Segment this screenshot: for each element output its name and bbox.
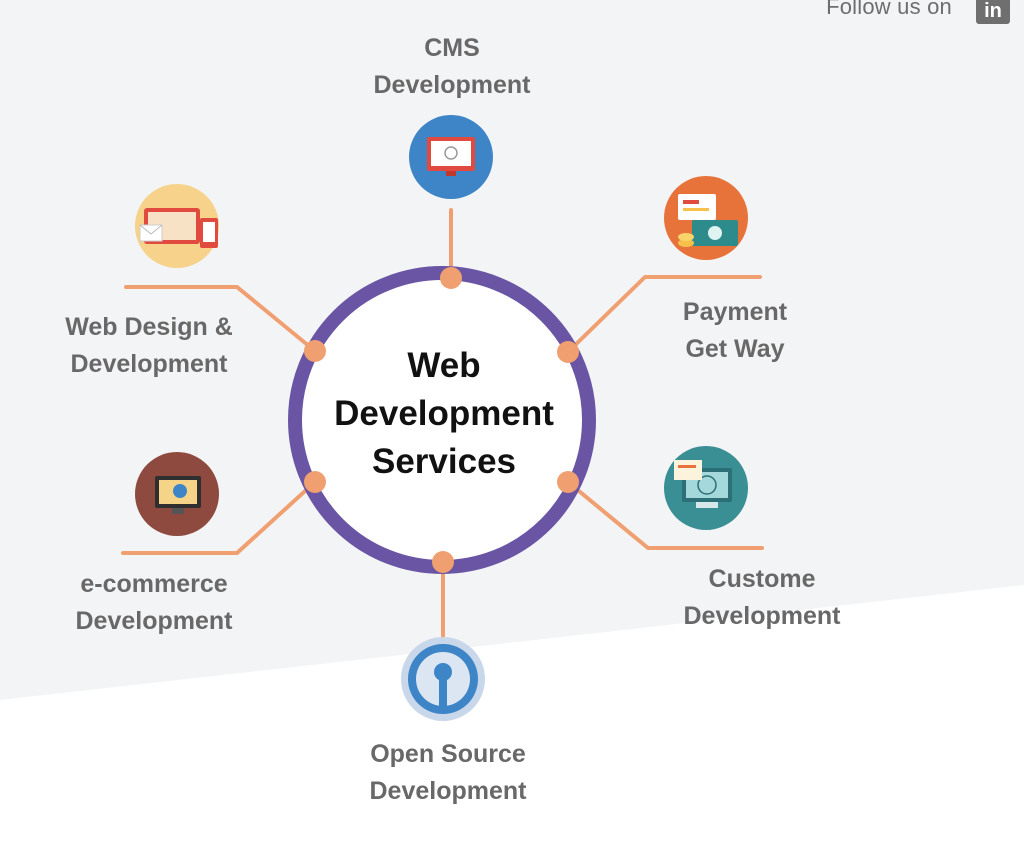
label-custom-line2: Development bbox=[683, 602, 841, 630]
connector-web-design bbox=[124, 285, 317, 353]
label-open-source-line1: Open Source bbox=[370, 740, 526, 768]
shopping-cart-monitor-icon bbox=[135, 452, 219, 536]
connector-payment bbox=[566, 275, 762, 354]
label-open-source: Open Source Development bbox=[348, 736, 548, 810]
connector-ecommerce bbox=[121, 480, 317, 555]
label-payment-line1: Payment bbox=[682, 298, 788, 326]
label-cms-line1: CMS bbox=[424, 34, 480, 62]
follow-us-text: Follow us on bbox=[826, 0, 952, 19]
linkedin-icon[interactable]: in bbox=[976, 0, 1010, 24]
label-payment: Payment Get Way bbox=[645, 294, 825, 368]
label-ecommerce-line1: e-commerce bbox=[80, 570, 228, 598]
devices-icon bbox=[135, 184, 219, 268]
label-payment-line2: Get Way bbox=[685, 335, 785, 363]
label-custom: Custome Development bbox=[662, 561, 862, 635]
monitor-icon bbox=[409, 115, 493, 199]
center-title: Web Development Services bbox=[304, 342, 584, 486]
label-web-design-line2: Development bbox=[70, 350, 228, 378]
label-cms-line2: Development bbox=[373, 71, 531, 99]
label-custom-line1: Custome bbox=[708, 565, 816, 593]
label-ecommerce-line2: Development bbox=[75, 607, 233, 635]
connector-lines bbox=[121, 208, 764, 638]
label-web-design-line1: Web Design & bbox=[65, 313, 233, 341]
payment-icon bbox=[664, 176, 748, 260]
laptop-globe-icon bbox=[664, 446, 748, 530]
label-open-source-line2: Development bbox=[369, 777, 527, 805]
label-web-design: Web Design & Development bbox=[44, 309, 254, 383]
label-ecommerce: e-commerce Development bbox=[54, 566, 254, 640]
open-source-icon bbox=[401, 637, 485, 721]
center-title-line2: Development bbox=[334, 394, 554, 433]
connector-custom bbox=[566, 480, 764, 550]
center-title-line1: Web bbox=[407, 346, 481, 385]
junction-dots bbox=[304, 267, 579, 573]
center-title-line3: Services bbox=[371, 442, 517, 481]
label-cms: CMS Development bbox=[352, 30, 552, 104]
